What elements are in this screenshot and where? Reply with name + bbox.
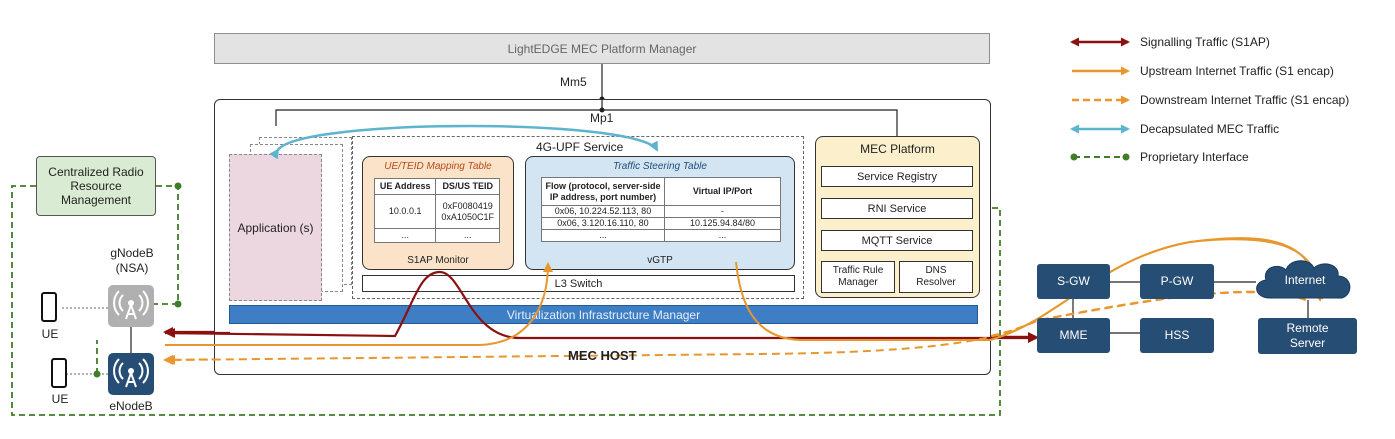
dns-resolver: DNS Resolver (899, 261, 973, 293)
traffic-steering-table-title: Traffic Steering Table (613, 161, 707, 172)
mme-node: MME (1037, 318, 1110, 353)
mec-host-label: MEC HOST (568, 348, 637, 363)
vip-cell: ... (664, 229, 781, 242)
mqtt-service: MQTT Service (821, 230, 973, 251)
ue-phone-icon (51, 358, 67, 388)
l3-switch: L3 Switch (362, 275, 795, 292)
virtualization-infrastructure-manager: Virtualization Infrastructure Manager (229, 305, 978, 324)
ue-phone-icon (41, 292, 57, 322)
ue-address-ellipsis: ... (373, 228, 437, 243)
service-registry: Service Registry (821, 166, 973, 187)
traffic-steering-table: Flow (protocol, server-side IP address, … (541, 177, 781, 242)
legend-decap-text: Decapsulated MEC Traffic (1140, 122, 1280, 136)
internet-label: Internet (1284, 273, 1326, 287)
lightedge-mec-platform-manager: LightEDGE MEC Platform Manager (214, 33, 990, 64)
antenna-icon (113, 290, 149, 320)
antenna-icon (113, 358, 149, 388)
traffic-rule-manager: Traffic Rule Manager (821, 261, 895, 293)
application-box: Application (s) (229, 154, 322, 301)
internet-cloud-icon (1256, 260, 1351, 299)
ue-label: UE (51, 392, 69, 406)
ue-teid-mapping-table: UE Address DS/US TEID 10.0.0.1 0xF008041… (373, 178, 500, 243)
vip-header: Virtual IP/Port (664, 177, 781, 206)
ue-address-cell: 10.0.0.1 (373, 194, 437, 229)
gnodeb-node (108, 285, 154, 327)
legend-proprietary-text: Proprietary Interface (1140, 150, 1249, 164)
legend-symbols (1070, 37, 1130, 161)
flow-header: Flow (protocol, server-side IP address, … (541, 177, 665, 206)
teid-ellipsis: ... (435, 228, 500, 243)
ue-label: UE (41, 327, 59, 341)
rni-service: RNI Service (821, 198, 973, 219)
s1ap-monitor-label: S1AP Monitor (407, 255, 469, 266)
ue-teid-table-title: UE/TEID Mapping Table (384, 161, 492, 172)
mec-platform-title: MEC Platform (860, 142, 935, 156)
mm5-label: Mm5 (560, 75, 587, 89)
upf-service-box (352, 136, 804, 299)
centralized-radio-resource-management: Centralized Radio Resource Management (36, 156, 156, 216)
legend-signalling-text: Signalling Traffic (S1AP) (1140, 35, 1270, 49)
mp1-label: Mp1 (590, 111, 614, 125)
gnodeb-label: gNodeB (NSA) (110, 246, 154, 275)
legend-upstream-text: Upstream Internet Traffic (S1 encap) (1140, 64, 1334, 78)
enodeb-label: eNodeB (109, 399, 153, 413)
enodeb-node (108, 353, 154, 395)
pgw-node: P-GW (1140, 264, 1214, 299)
teid-cell: 0xF0080419 0xA1050C1F (435, 194, 500, 229)
sgw-node: S-GW (1037, 264, 1110, 299)
proprietary-interface-line (11, 185, 1001, 416)
remote-server-node: Remote Server (1258, 318, 1357, 354)
hss-node: HSS (1140, 318, 1214, 353)
legend-downstream-text: Downstream Internet Traffic (S1 encap) (1140, 93, 1350, 107)
vgtp-label: vGTP (647, 255, 673, 266)
